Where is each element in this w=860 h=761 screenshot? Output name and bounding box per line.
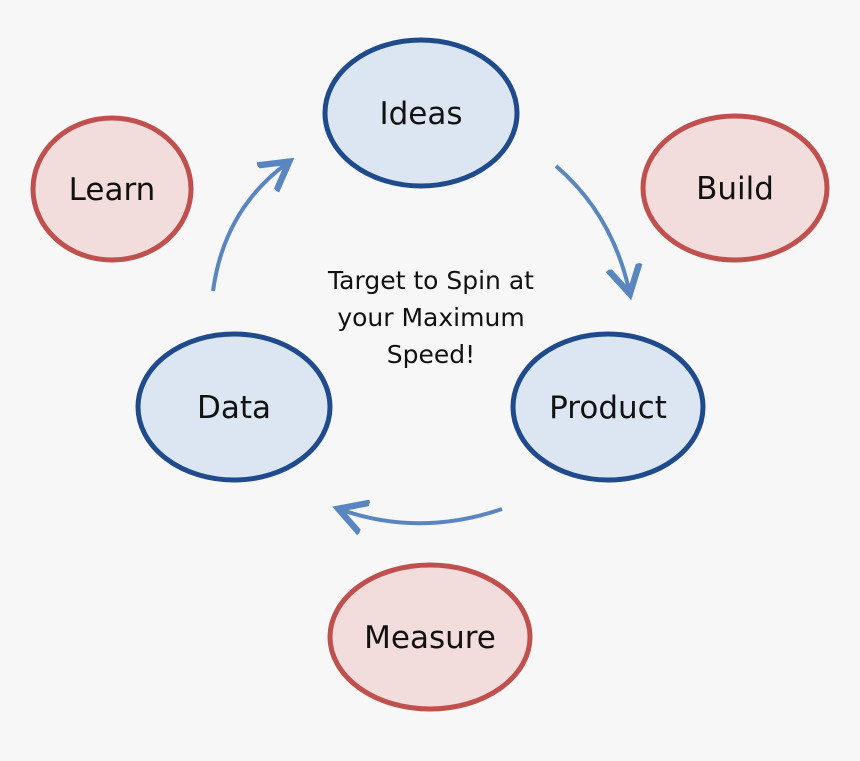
product-node: Product — [510, 331, 706, 483]
arrow-product-to-data — [342, 509, 503, 523]
ideas-label: Ideas — [379, 96, 462, 132]
build-node: Build — [640, 113, 830, 263]
measure-node: Measure — [327, 562, 533, 712]
learn-node: Learn — [30, 115, 194, 263]
center-caption-line-3: Speed! — [386, 340, 476, 369]
arrow-data-to-ideas — [211, 164, 286, 292]
data-label: Data — [197, 390, 271, 426]
build-label: Build — [696, 171, 774, 207]
center-caption-line-1: Target to Spin at — [328, 266, 534, 295]
measure-label: Measure — [364, 620, 496, 656]
data-node: Data — [135, 331, 333, 483]
product-label: Product — [549, 390, 667, 426]
ideas-node: Ideas — [322, 37, 520, 189]
center-caption: Target to Spin at your Maximum Speed! — [300, 262, 562, 373]
arrow-ideas-to-product — [554, 164, 629, 290]
center-caption-line-2: your Maximum — [337, 303, 525, 332]
learn-label: Learn — [69, 172, 156, 208]
